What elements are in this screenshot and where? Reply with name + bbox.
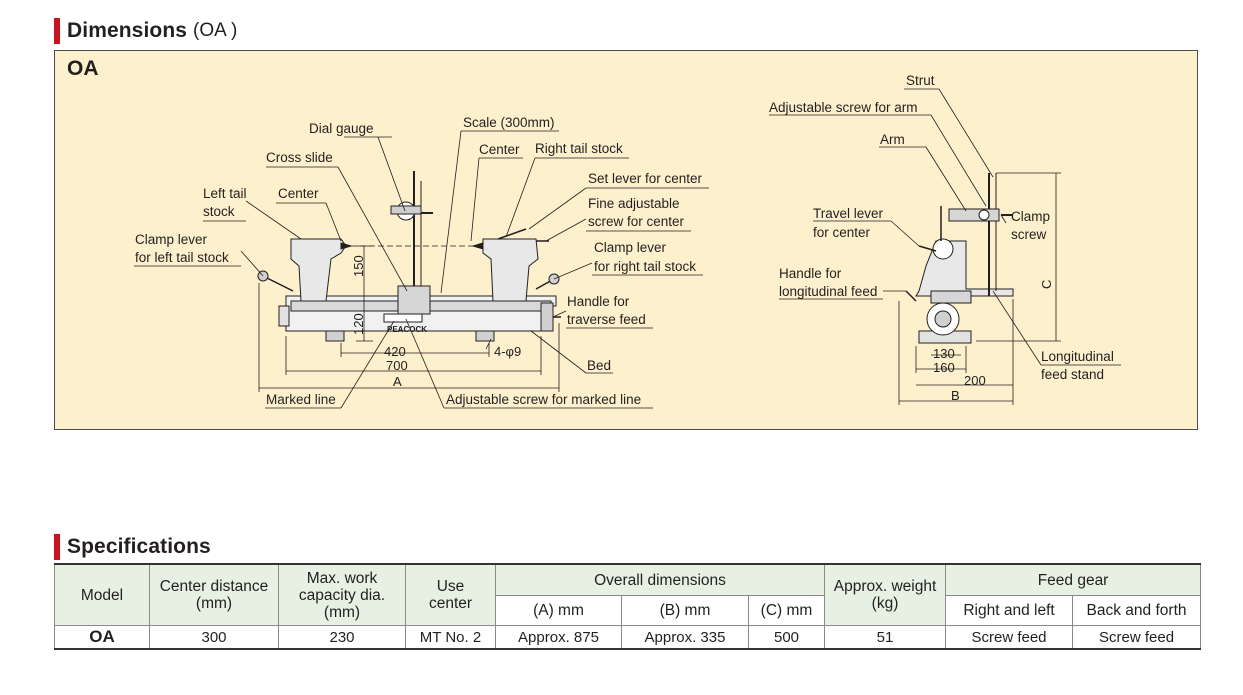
header-max-work-line2: capacity dia. (298, 586, 386, 604)
header-use-center-line2: center (428, 595, 473, 612)
label-cross-slide: Cross slide (266, 150, 333, 165)
label-center-right: Center (479, 142, 520, 157)
header-weight-label: Approx. weight (833, 578, 937, 595)
side-view-machine (905, 173, 1014, 344)
header-center-distance-label: Center distance (159, 578, 269, 595)
label-travel-lever-1: Travel lever (813, 206, 884, 221)
header-weight-unit: (kg) (871, 595, 899, 612)
brand-plate-text: PEACOCK (387, 325, 427, 334)
label-clamp-1: Clamp (1011, 209, 1050, 224)
header-feed-gear: Feed gear (945, 563, 1202, 596)
label-long-stand-1: Longitudinal (1041, 349, 1114, 364)
label-fine-adjustable: Fine adjustable (588, 196, 680, 211)
label-clamp-lever-right-1: Clamp lever (594, 240, 667, 255)
label-screw-for-center: screw for center (588, 214, 685, 229)
table-header-row: Model Center distance (mm) Max. work cap… (54, 563, 1202, 626)
heading-accent-bar (54, 534, 60, 560)
header-back-forth: Back and forth (1072, 595, 1202, 626)
label-adj-screw-arm: Adjustable screw for arm (769, 100, 918, 115)
cell-dim-c: 500 (747, 625, 826, 650)
table-subheader-row: (A) mm (B) mm (C) mm Right and left Back… (55, 595, 1202, 626)
dim-150: 150 (351, 255, 366, 277)
dimensions-heading: Dimensions (OA ) (54, 17, 237, 45)
header-center-distance-unit: (mm) (195, 595, 233, 612)
header-max-work: Max. work capacity dia. (mm) (278, 563, 406, 626)
label-handle-long-2: longitudinal feed (779, 284, 877, 299)
dim-700: 700 (386, 358, 408, 373)
side-view-labels: Strut Adjustable screw for arm Arm Trave… (769, 73, 1114, 403)
dimensions-panel: Dial gauge Scale (300mm) Cross slide Cen… (54, 50, 1198, 430)
label-strut: Strut (906, 73, 935, 88)
dim-a: A (393, 374, 402, 389)
cell-max-work: 230 (278, 625, 406, 650)
header-overall-dimensions: Overall dimensions (494, 563, 826, 596)
label-travel-lever-2: for center (813, 225, 871, 240)
side-view-dimensions (898, 172, 1061, 405)
heading-accent-bar (54, 18, 60, 44)
dim-120: 120 (351, 313, 366, 335)
label-clamp-lever-left-2: for left tail stock (135, 250, 229, 265)
table-row: OA 300 230 MT No. 2 Approx. 875 Approx. … (54, 625, 1202, 650)
label-set-lever: Set lever for center (588, 171, 703, 186)
label-stock: stock (203, 204, 235, 219)
cell-back-forth: Screw feed (1072, 625, 1202, 650)
front-view-machine (257, 171, 561, 342)
specifications-table: Model Center distance (mm) Max. work cap… (54, 563, 1202, 650)
cell-weight: 51 (824, 625, 947, 650)
dim-420: 420 (384, 344, 406, 359)
cell-center-distance: 300 (149, 625, 279, 650)
header-dim-b: (B) mm (621, 595, 749, 626)
label-arm: Arm (880, 132, 905, 147)
label-handle-long-1: Handle for (779, 266, 842, 281)
header-right-left: Right and left (945, 595, 1074, 626)
header-use-center: Use center (405, 563, 496, 626)
cell-dim-a: Approx. 875 (495, 625, 622, 650)
dim-200: 200 (964, 373, 986, 388)
label-clamp-lever-left-1: Clamp lever (135, 232, 208, 247)
dimensions-title: Dimensions (67, 19, 188, 42)
cell-right-left: Screw feed (945, 625, 1074, 650)
cell-model: OA (54, 625, 150, 650)
header-model: Model (54, 563, 150, 626)
specifications-heading: Specifications (54, 533, 211, 561)
label-bed: Bed (587, 358, 611, 373)
dim-c: C (1039, 280, 1054, 289)
specifications-title: Specifications (67, 535, 211, 558)
header-max-work-unit: (mm) (323, 603, 361, 621)
label-center-left: Center (278, 186, 319, 201)
cell-dim-b: Approx. 335 (621, 625, 749, 650)
dimension-drawing: Dial gauge Scale (300mm) Cross slide Cen… (134, 73, 1121, 409)
header-dim-c: (C) mm (747, 595, 826, 626)
label-handle-traverse-1: Handle for (567, 294, 630, 309)
label-clamp-2: screw (1011, 227, 1047, 242)
panel-title: OA (67, 57, 99, 80)
dim-holes: 4-φ9 (494, 344, 521, 359)
label-left-tail: Left tail (203, 186, 247, 201)
header-use-center-line1: Use (436, 578, 465, 595)
front-view-dimensions (258, 245, 560, 392)
label-right-tail-stock: Right tail stock (535, 141, 623, 156)
cell-use-center: MT No. 2 (405, 625, 496, 650)
dim-b: B (951, 388, 960, 403)
header-max-work-line1: Max. work (306, 569, 378, 587)
label-scale: Scale (300mm) (463, 115, 555, 130)
label-long-stand-2: feed stand (1041, 367, 1104, 382)
header-dim-a: (A) mm (495, 595, 622, 626)
label-clamp-lever-right-2: for right tail stock (594, 259, 696, 274)
front-view-leaders (134, 130, 709, 409)
label-marked-line: Marked line (266, 392, 336, 407)
header-weight: Approx. weight (kg) (824, 563, 947, 626)
label-adj-screw-marked-line: Adjustable screw for marked line (446, 392, 641, 407)
label-dial-gauge: Dial gauge (309, 121, 374, 136)
dimensions-model: (OA ) (193, 20, 238, 41)
dim-160: 160 (933, 360, 955, 375)
dim-130: 130 (933, 346, 955, 361)
label-handle-traverse-2: traverse feed (567, 312, 646, 327)
front-view-labels: Dial gauge Scale (300mm) Cross slide Cen… (135, 115, 703, 407)
header-center-distance: Center distance (mm) (149, 563, 279, 626)
side-view-leaders (769, 88, 1121, 366)
